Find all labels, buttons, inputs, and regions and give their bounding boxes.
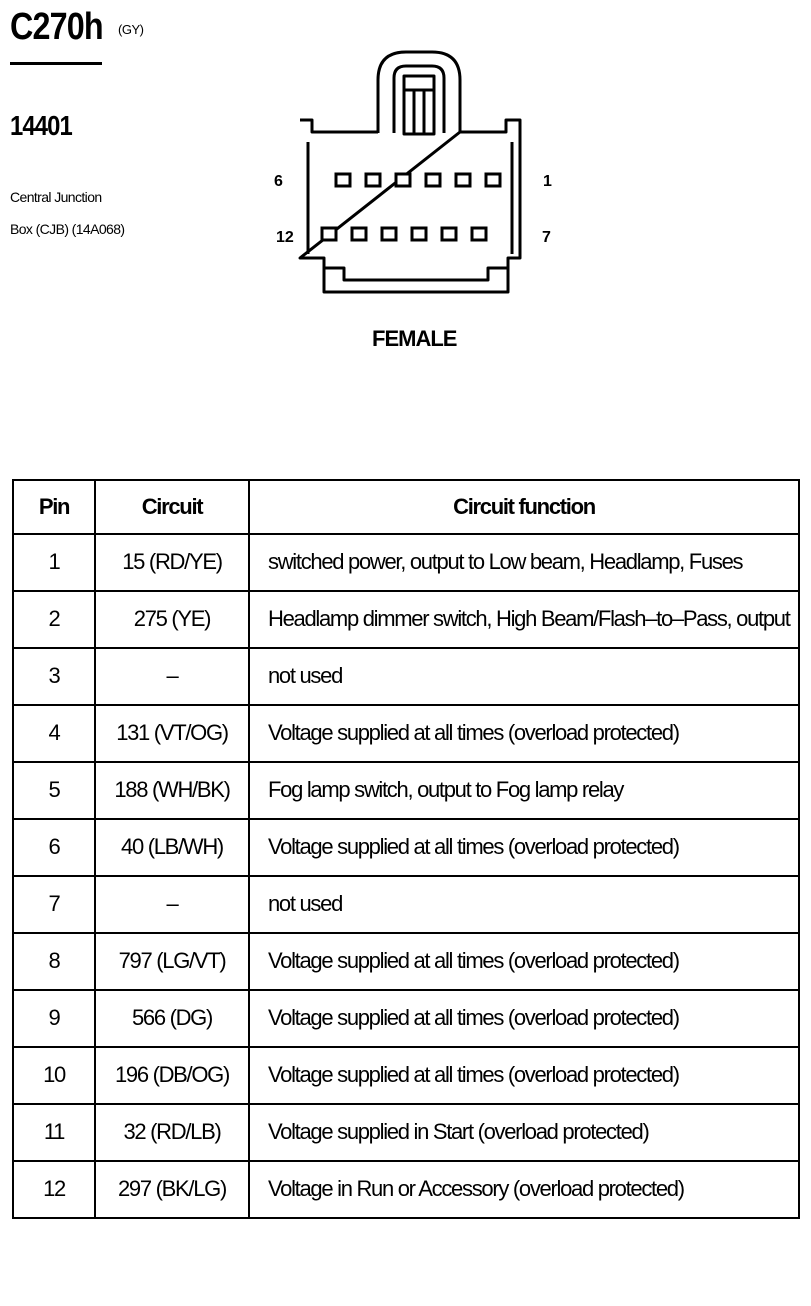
header-circuit-function: Circuit function (248, 479, 800, 535)
connector-body (298, 118, 522, 294)
pin-cell: 9 (12, 989, 96, 1048)
connector-gender-label: FEMALE (372, 326, 457, 351)
table-row: 7 – not used (12, 875, 800, 934)
pin-cavity-11 (350, 226, 368, 242)
pin-cavity-6 (334, 172, 352, 188)
table-row: 4 131 (VT/OG) Voltage supplied at all ti… (12, 704, 800, 763)
header-circuit: Circuit (94, 479, 250, 535)
title-underline (10, 62, 102, 65)
circuit-cell: 15 (RD/YE) (94, 533, 250, 592)
pin-label-bottom-right: 7 (542, 229, 551, 246)
pin-cavity-5 (364, 172, 382, 188)
circuit-cell: 32 (RD/LB) (94, 1103, 250, 1162)
function-cell: Voltage supplied at all times (overload … (248, 1046, 800, 1105)
part-number: 14401 (10, 110, 73, 141)
pin-cell: 11 (12, 1103, 96, 1162)
circuit-cell: – (94, 875, 250, 934)
connector-latch-inner (392, 64, 446, 133)
table-row: 11 32 (RD/LB) Voltage supplied in Start … (12, 1103, 800, 1162)
pin-cavity-1 (484, 172, 502, 188)
table-row: 8 797 (LG/VT) Voltage supplied at all ti… (12, 932, 800, 991)
pin-label-bottom-left: 12 (276, 229, 294, 246)
table-row: 5 188 (WH/BK) Fog lamp switch, output to… (12, 761, 800, 820)
pin-cell: 12 (12, 1160, 96, 1219)
connector-latch-window (402, 74, 436, 136)
connector-color-code: (GY) (118, 22, 144, 37)
function-cell: Voltage supplied at all times (overload … (248, 704, 800, 763)
circuit-cell: 797 (LG/VT) (94, 932, 250, 991)
function-cell: Voltage in Run or Accessory (overload pr… (248, 1160, 800, 1219)
description-line-1: Central Junction (10, 189, 102, 205)
pin-cell: 10 (12, 1046, 96, 1105)
pin-cell: 1 (12, 533, 96, 592)
pin-cavity-8 (440, 226, 458, 242)
table-row: 1 15 (RD/YE) switched power, output to L… (12, 533, 800, 592)
pin-cell: 5 (12, 761, 96, 820)
pin-cell: 3 (12, 647, 96, 706)
header-pin: Pin (12, 479, 96, 535)
pin-cavity-12 (320, 226, 338, 242)
function-cell: not used (248, 875, 800, 934)
function-cell: not used (248, 647, 800, 706)
table-row: 3 – not used (12, 647, 800, 706)
function-cell: Voltage supplied at all times (overload … (248, 932, 800, 991)
connector-id: C270h (10, 6, 104, 48)
pin-cavity-3 (424, 172, 442, 188)
table-row: 10 196 (DB/OG) Voltage supplied at all t… (12, 1046, 800, 1105)
pin-cavity-2 (454, 172, 472, 188)
circuit-cell: 275 (YE) (94, 590, 250, 649)
pin-cell: 2 (12, 590, 96, 649)
pin-cavity-7 (470, 226, 488, 242)
circuit-cell: 566 (DG) (94, 989, 250, 1048)
pin-label-top-left: 6 (274, 173, 283, 190)
pin-cavity-4 (394, 172, 412, 188)
circuit-cell: 40 (LB/WH) (94, 818, 250, 877)
table-row: 6 40 (LB/WH) Voltage supplied at all tim… (12, 818, 800, 877)
pin-cell: 8 (12, 932, 96, 991)
table-row: 9 566 (DG) Voltage supplied at all times… (12, 989, 800, 1048)
pin-cavity-9 (410, 226, 428, 242)
pin-cell: 6 (12, 818, 96, 877)
pin-cavity-10 (380, 226, 398, 242)
circuit-cell: 131 (VT/OG) (94, 704, 250, 763)
circuit-cell: 188 (WH/BK) (94, 761, 250, 820)
function-cell: Headlamp dimmer switch, High Beam/Flash–… (248, 590, 800, 649)
pinout-table: Pin Circuit Circuit function 1 15 (RD/YE… (12, 479, 800, 1219)
function-cell: Voltage supplied in Start (overload prot… (248, 1103, 800, 1162)
description-line-2: Box (CJB) (14A068) (10, 221, 125, 237)
function-cell: switched power, output to Low beam, Head… (248, 533, 800, 592)
connector-face-diagram (298, 50, 522, 294)
pin-cell: 7 (12, 875, 96, 934)
function-cell: Fog lamp switch, output to Fog lamp rela… (248, 761, 800, 820)
table-row: 12 297 (BK/LG) Voltage in Run or Accesso… (12, 1160, 800, 1219)
circuit-cell: 196 (DB/OG) (94, 1046, 250, 1105)
table-row: 2 275 (YE) Headlamp dimmer switch, High … (12, 590, 800, 649)
pin-cell: 4 (12, 704, 96, 763)
connector-latch (376, 50, 462, 133)
circuit-cell: – (94, 647, 250, 706)
pin-label-top-right: 1 (543, 173, 552, 190)
function-cell: Voltage supplied at all times (overload … (248, 818, 800, 877)
table-header-row: Pin Circuit Circuit function (12, 479, 800, 535)
circuit-cell: 297 (BK/LG) (94, 1160, 250, 1219)
function-cell: Voltage supplied at all times (overload … (248, 989, 800, 1048)
